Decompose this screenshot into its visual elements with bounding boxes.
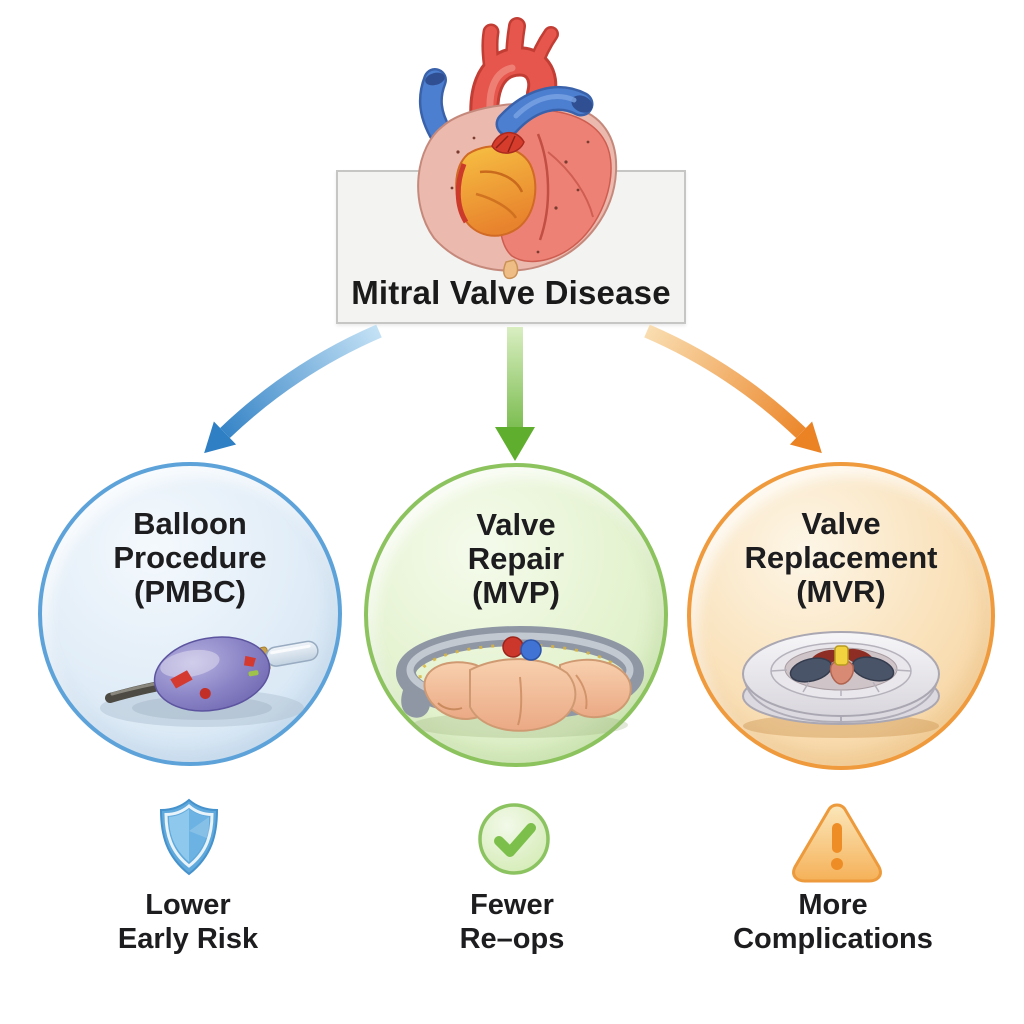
check-icon (478, 803, 550, 875)
warning-icon (792, 803, 882, 883)
outcome-line: Lower (145, 889, 231, 921)
branch-title-line: (MVR) (796, 574, 886, 609)
arrow-to-balloon-procedure (204, 324, 382, 454)
outcome-line: Re–ops (459, 923, 565, 955)
heart-texture-specks (450, 136, 590, 254)
outcome-label-valve-repair: Fewer Re–ops (387, 888, 637, 956)
outcome-line: Complications (733, 923, 933, 955)
valve-cutaway (455, 132, 537, 237)
balloon-catheter-illustration (100, 636, 319, 727)
vena-cava-illustration (418, 68, 452, 144)
branch-title-line: Balloon (133, 506, 247, 541)
branch-title-line: (PMBC) (134, 574, 246, 609)
outcome-label-balloon-procedure: Lower Early Risk (63, 888, 313, 956)
outcome-label-valve-replacement: More Complications (685, 888, 981, 956)
repaired-valve-illustration (396, 626, 644, 738)
heart-illustration (417, 17, 618, 280)
branch-title-line: Repair (467, 541, 565, 576)
diagram-title: Mitral Valve Disease (351, 274, 671, 311)
arrow-to-valve-repair (495, 327, 535, 461)
outcome-line: Early Risk (117, 923, 259, 955)
branch-circle-balloon-procedure: Balloon Procedure (PMBC) (38, 462, 342, 766)
branch-title-line: Valve (801, 506, 881, 541)
pulmonary-artery-illustration (495, 86, 594, 137)
branch-title-balloon-procedure: Balloon Procedure (PMBC) (42, 466, 338, 609)
branch-title-line: Replacement (744, 540, 938, 575)
outcome-line: Fewer (470, 889, 554, 921)
branch-title-line: (MVP) (472, 575, 560, 610)
mechanical-valve-illustration (742, 631, 940, 738)
branch-title-line: Valve (476, 507, 556, 542)
branch-title-valve-repair: Valve Repair (MVP) (368, 467, 664, 610)
branch-circle-valve-repair: Valve Repair (MVP) (364, 463, 668, 767)
outcome-line: More (798, 889, 868, 921)
arrow-to-valve-replacement (644, 324, 822, 454)
branch-title-line: Procedure (113, 540, 267, 575)
aorta-illustration (469, 17, 559, 147)
branch-title-valve-replacement: Valve Replacement (MVR) (691, 466, 991, 609)
shield-icon (159, 798, 219, 876)
heart-apex-appendage (503, 259, 519, 280)
branch-circle-valve-replacement: Valve Replacement (MVR) (687, 462, 995, 770)
